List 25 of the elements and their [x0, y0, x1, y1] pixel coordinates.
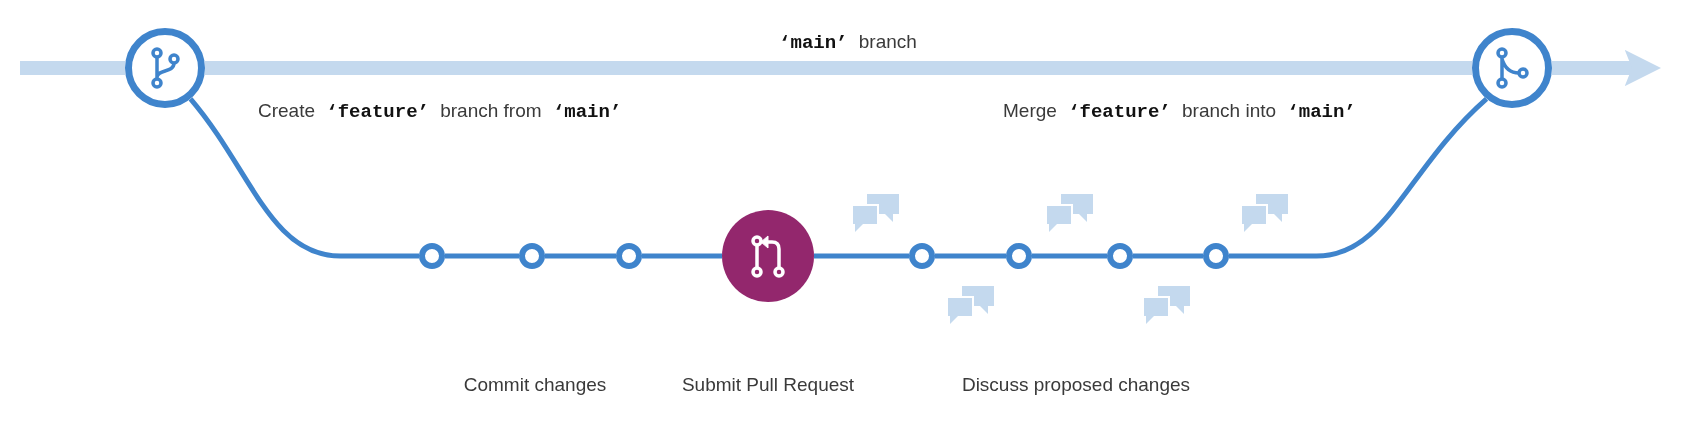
commit-circle — [616, 243, 642, 269]
branch-label: ‘main’ branch — [778, 31, 917, 54]
step-caption: Commit changes — [463, 374, 607, 396]
feature-branch-line — [1133, 253, 1203, 259]
step-caption: Submit Pull Request — [681, 374, 855, 396]
step-caption: Discuss proposed changes — [961, 374, 1191, 396]
feature-branch-line — [545, 253, 616, 259]
commit-circle — [1006, 243, 1032, 269]
commit-circle — [1203, 243, 1229, 269]
feature-branch-line — [642, 253, 722, 259]
main-branch-line — [20, 61, 125, 75]
step-caption: Create ‘feature’ branch from ‘main’ — [258, 100, 623, 123]
commit-circle — [909, 243, 935, 269]
feature-branch-line — [935, 253, 1006, 259]
main-branch-line — [205, 61, 1472, 75]
main-branch-line — [1552, 49, 1662, 87]
feature-branch-line — [814, 253, 909, 259]
feature-branch-line — [1032, 253, 1107, 259]
commit-circle — [1107, 243, 1133, 269]
feature-branch-line — [445, 253, 519, 259]
commit-circle — [419, 243, 445, 269]
step-caption: Merge ‘feature’ branch into ‘main’ — [1003, 100, 1357, 123]
feature-branch-line — [188, 97, 419, 259]
feature-branch-line — [1229, 97, 1489, 259]
commit-circle — [519, 243, 545, 269]
